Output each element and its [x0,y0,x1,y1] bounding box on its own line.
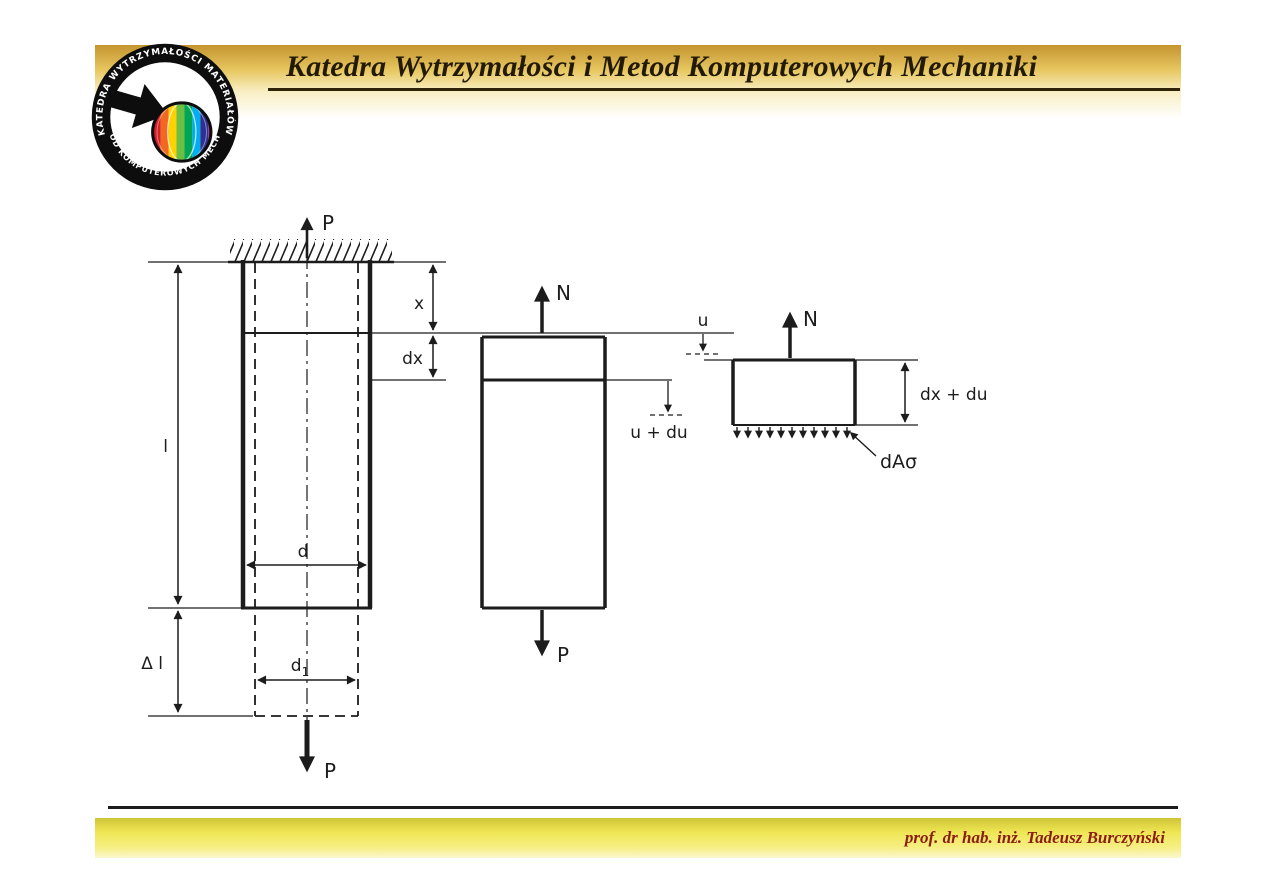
logo-arrow [106,83,168,129]
label-dim-u-du: u + du [630,423,687,443]
department-logo: KATEDRA WYTRZYMAŁOŚCI MATERIAŁÓW I METOD… [90,42,239,191]
label-stress: dAσ [880,451,917,473]
segment-outline [480,335,607,610]
bar-dimensions: x dx l Δ l d d1 [141,261,446,717]
footer-band: prof. dr hab. inż. Tadeusz Burczyński [95,818,1181,858]
page-title: Katedra Wytrzymałości i Metod Komputerow… [286,50,1038,83]
label-dim-l: l [163,437,168,457]
stress-leader-arrow [849,431,877,457]
label-dim-d1: d1 [291,656,309,679]
header-underline [268,88,1180,91]
footer-separator-line [108,806,1178,809]
element-outline [731,358,857,426]
logo-globe [151,101,213,163]
label-force-p-top: P [322,211,334,235]
label-force-n-segment: N [556,281,571,305]
header-band-fade [95,91,1181,119]
differential-element-figure: N dx + du dAσ [704,307,987,473]
label-dim-dx: dx [402,349,423,369]
author-credit: prof. dr hab. inż. Tadeusz Burczyński [904,828,1165,847]
cut-segment-figure: N P u u + du [370,281,734,667]
fixed-bar-figure: P P x dx l Δ l d d1 [141,211,446,783]
support-hatching [230,239,392,262]
label-dim-dx-du: dx + du [920,385,987,405]
header-band [95,45,1181,91]
label-force-p-bottom: P [324,759,336,783]
label-dim-d: d [298,542,309,562]
label-dim-x: x [414,294,424,314]
label-dim-delta-l: Δ l [141,654,163,674]
label-dim-u: u [698,311,709,331]
label-force-p-segment: P [557,643,569,667]
distributed-stress-arrows [733,427,851,439]
deformed-outline-dashed [254,263,359,717]
label-force-n-element: N [803,307,818,331]
